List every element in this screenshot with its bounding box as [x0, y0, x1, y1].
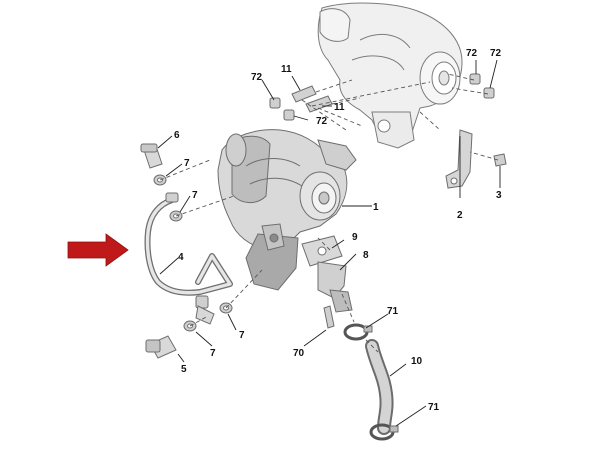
gasket	[301, 235, 343, 267]
callout-labels: 1 2 3 4 5 6 7 7 7 7 8 9 10 11 11 70 71 7…	[174, 48, 502, 413]
turbocharger	[217, 129, 357, 291]
callout-3: 3	[496, 190, 502, 201]
callout-72b: 72	[316, 116, 328, 127]
callout-71b: 71	[428, 402, 440, 413]
support-bracket	[445, 129, 473, 189]
ghost-turbocharger	[317, 2, 463, 149]
callout-4: 4	[178, 252, 184, 263]
callout-7d: 7	[210, 348, 216, 359]
callout-5: 5	[181, 364, 187, 375]
bracket-bolt	[493, 153, 507, 167]
callout-7c: 7	[239, 330, 245, 341]
callout-72d: 72	[490, 48, 502, 59]
callout-9: 9	[352, 232, 358, 243]
alignment-lines	[159, 73, 499, 353]
callout-7a: 7	[184, 158, 190, 169]
callout-11b: 11	[334, 102, 345, 113]
callout-11a: 11	[281, 64, 292, 75]
callout-1: 1	[373, 202, 379, 213]
callout-72c: 72	[466, 48, 478, 59]
hose-clamp	[343, 323, 399, 441]
callout-8: 8	[363, 250, 369, 261]
callout-7b: 7	[192, 190, 198, 201]
studs	[291, 85, 333, 113]
callout-10: 10	[411, 356, 423, 367]
oil-return-adaptor	[317, 261, 353, 313]
callout-70: 70	[293, 348, 305, 359]
callout-2: 2	[457, 210, 463, 221]
oil-feed-pipe	[144, 192, 233, 325]
nuts	[269, 73, 495, 121]
banjo-bolt-lower	[145, 335, 177, 359]
small-bolt	[323, 305, 335, 329]
callout-71a: 71	[387, 306, 399, 317]
callout-72a: 72	[251, 72, 263, 83]
banjo-bolt-upper	[140, 143, 163, 169]
right-arrow-icon	[67, 233, 129, 267]
oil-return-hose	[365, 339, 394, 435]
leader-lines	[157, 59, 501, 427]
callout-6: 6	[174, 130, 180, 141]
